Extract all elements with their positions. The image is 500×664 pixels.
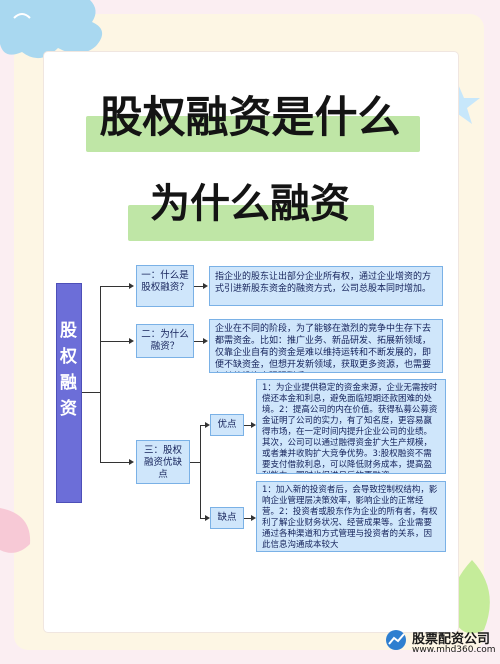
title-highlight — [86, 116, 420, 152]
brand-name: 股票配资公司 — [412, 632, 491, 647]
branch-description-1: 指企业的股东让出部分企业所有权，通过企业增资的方式引进新股东资金的融资方式，公司… — [209, 266, 443, 306]
connector — [100, 286, 101, 462]
subtitle-highlight — [128, 205, 374, 241]
pros-node: 优点 — [210, 414, 244, 436]
arrow-icon — [205, 515, 210, 521]
connector — [200, 518, 206, 519]
connector — [194, 341, 204, 342]
arrow-icon — [203, 338, 208, 344]
arrow-icon — [203, 283, 208, 289]
connector — [244, 518, 252, 519]
connector — [100, 462, 130, 463]
cons-node: 缺点 — [210, 507, 244, 529]
brand-url: www.mhd360.com — [412, 645, 496, 655]
branch-description-2: 企业在不同的阶段，为了能够在激烈的竞争中生存下去都需资金。比如：推广业务、新品研… — [209, 319, 443, 373]
cons-description: 1：加入新的投资者后，会导致控制权结构，影响企业管理层决策效率，影响企业的正常经… — [256, 481, 446, 552]
arrow-icon — [129, 283, 134, 289]
branch-question-2: 二：为什么融资？ — [136, 324, 194, 358]
cloud-decoration-icon — [0, 0, 103, 59]
connector — [200, 425, 201, 518]
arrow-icon — [205, 422, 210, 428]
star-decoration-icon — [436, 84, 480, 124]
root-label: 股权融资 — [60, 321, 79, 419]
arrow-icon — [251, 515, 256, 521]
connector — [200, 425, 206, 426]
branch-question-3: 三：股权融资优缺点 — [136, 440, 190, 484]
leaf-decoration-icon — [451, 560, 490, 634]
branch-question-1: 一：什么是股权融资？ — [136, 265, 194, 307]
connector — [194, 286, 204, 287]
arrow-icon — [251, 422, 256, 428]
arrow-icon — [129, 459, 134, 465]
pros-description: 1：为企业提供稳定的资金来源，企业无需按时偿还本金和利息，避免面临短期还款困难的… — [256, 379, 446, 474]
connector — [100, 286, 130, 287]
connector — [82, 392, 100, 393]
mindmap-root-node: 股权融资 — [56, 283, 82, 503]
connector — [100, 341, 130, 342]
brand-logo-icon — [386, 630, 406, 650]
connector — [244, 425, 252, 426]
arrow-icon — [129, 338, 134, 344]
leaf-decoration-icon — [0, 508, 31, 553]
page-subtitle: 为什么融资 — [150, 181, 350, 227]
connector — [190, 462, 200, 463]
page-title: 股权融资是什么 — [99, 93, 401, 143]
